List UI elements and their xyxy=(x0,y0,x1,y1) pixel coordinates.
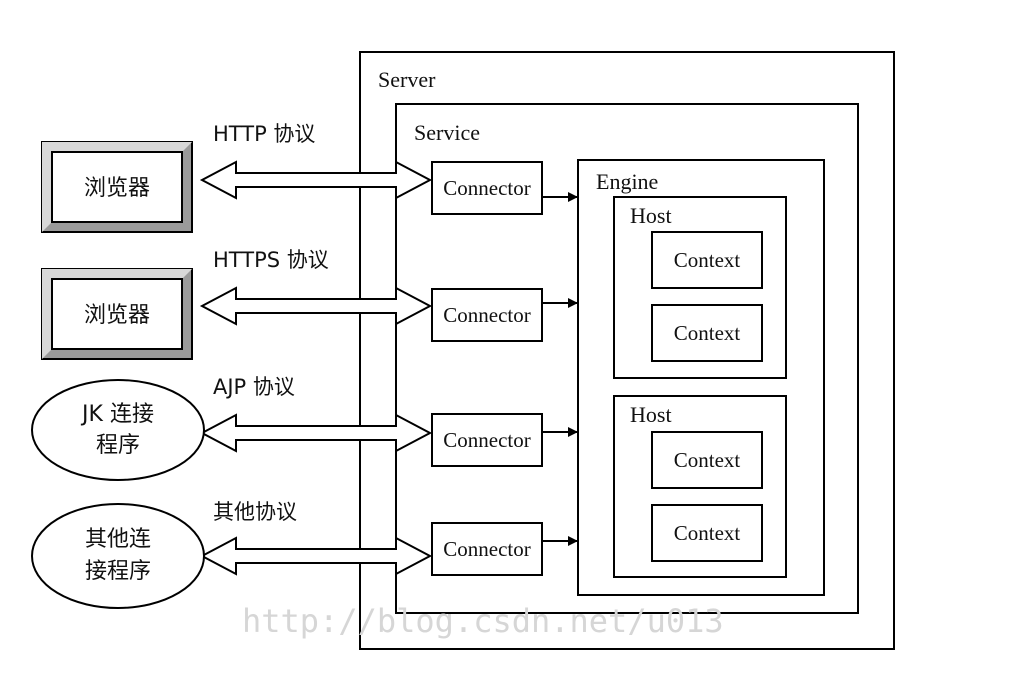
protocol-label: 其他协议 xyxy=(213,500,297,524)
protocol-double-arrow xyxy=(199,536,433,576)
context-label: Context xyxy=(674,321,741,345)
client-ellipse xyxy=(31,503,205,609)
context-box xyxy=(651,304,763,362)
connector-label: Connector xyxy=(443,176,530,200)
context-label: Context xyxy=(674,448,741,472)
connector-box xyxy=(431,522,543,576)
protocol-double-arrow xyxy=(199,160,433,200)
protocol-label: HTTPS 协议 xyxy=(213,248,329,272)
context-label: Context xyxy=(674,248,741,272)
protocol-double-arrow xyxy=(199,286,433,326)
connector-label: Connector xyxy=(443,303,530,327)
connector-box xyxy=(431,288,543,342)
protocol-double-arrow xyxy=(199,413,433,453)
client-ellipse xyxy=(31,379,205,481)
context-box xyxy=(651,431,763,489)
client-browser xyxy=(41,141,193,233)
engine-label: Engine xyxy=(596,169,658,194)
watermark: http://blog.csdn.net/u013 xyxy=(242,602,724,640)
protocol-label: HTTP 协议 xyxy=(213,122,315,146)
protocol-label: AJP 协议 xyxy=(213,375,295,399)
server-label: Server xyxy=(378,67,436,92)
connector-box xyxy=(431,161,543,215)
host-label: Host xyxy=(630,402,672,427)
client-label: 接程序 xyxy=(85,559,151,584)
service-label: Service xyxy=(414,120,480,145)
connector-label: Connector xyxy=(443,428,530,452)
client-browser xyxy=(41,268,193,360)
client-label: 程序 xyxy=(96,433,140,458)
context-label: Context xyxy=(674,521,741,545)
context-box xyxy=(651,504,763,562)
connector-box xyxy=(431,413,543,467)
client-label: JK 连接 xyxy=(80,402,154,427)
client-label: 其他连 xyxy=(85,527,151,552)
connector-label: Connector xyxy=(443,537,530,561)
client-label: 浏览器 xyxy=(84,176,150,201)
client-label: 浏览器 xyxy=(84,303,150,328)
context-box xyxy=(651,231,763,289)
host-label: Host xyxy=(630,203,672,228)
